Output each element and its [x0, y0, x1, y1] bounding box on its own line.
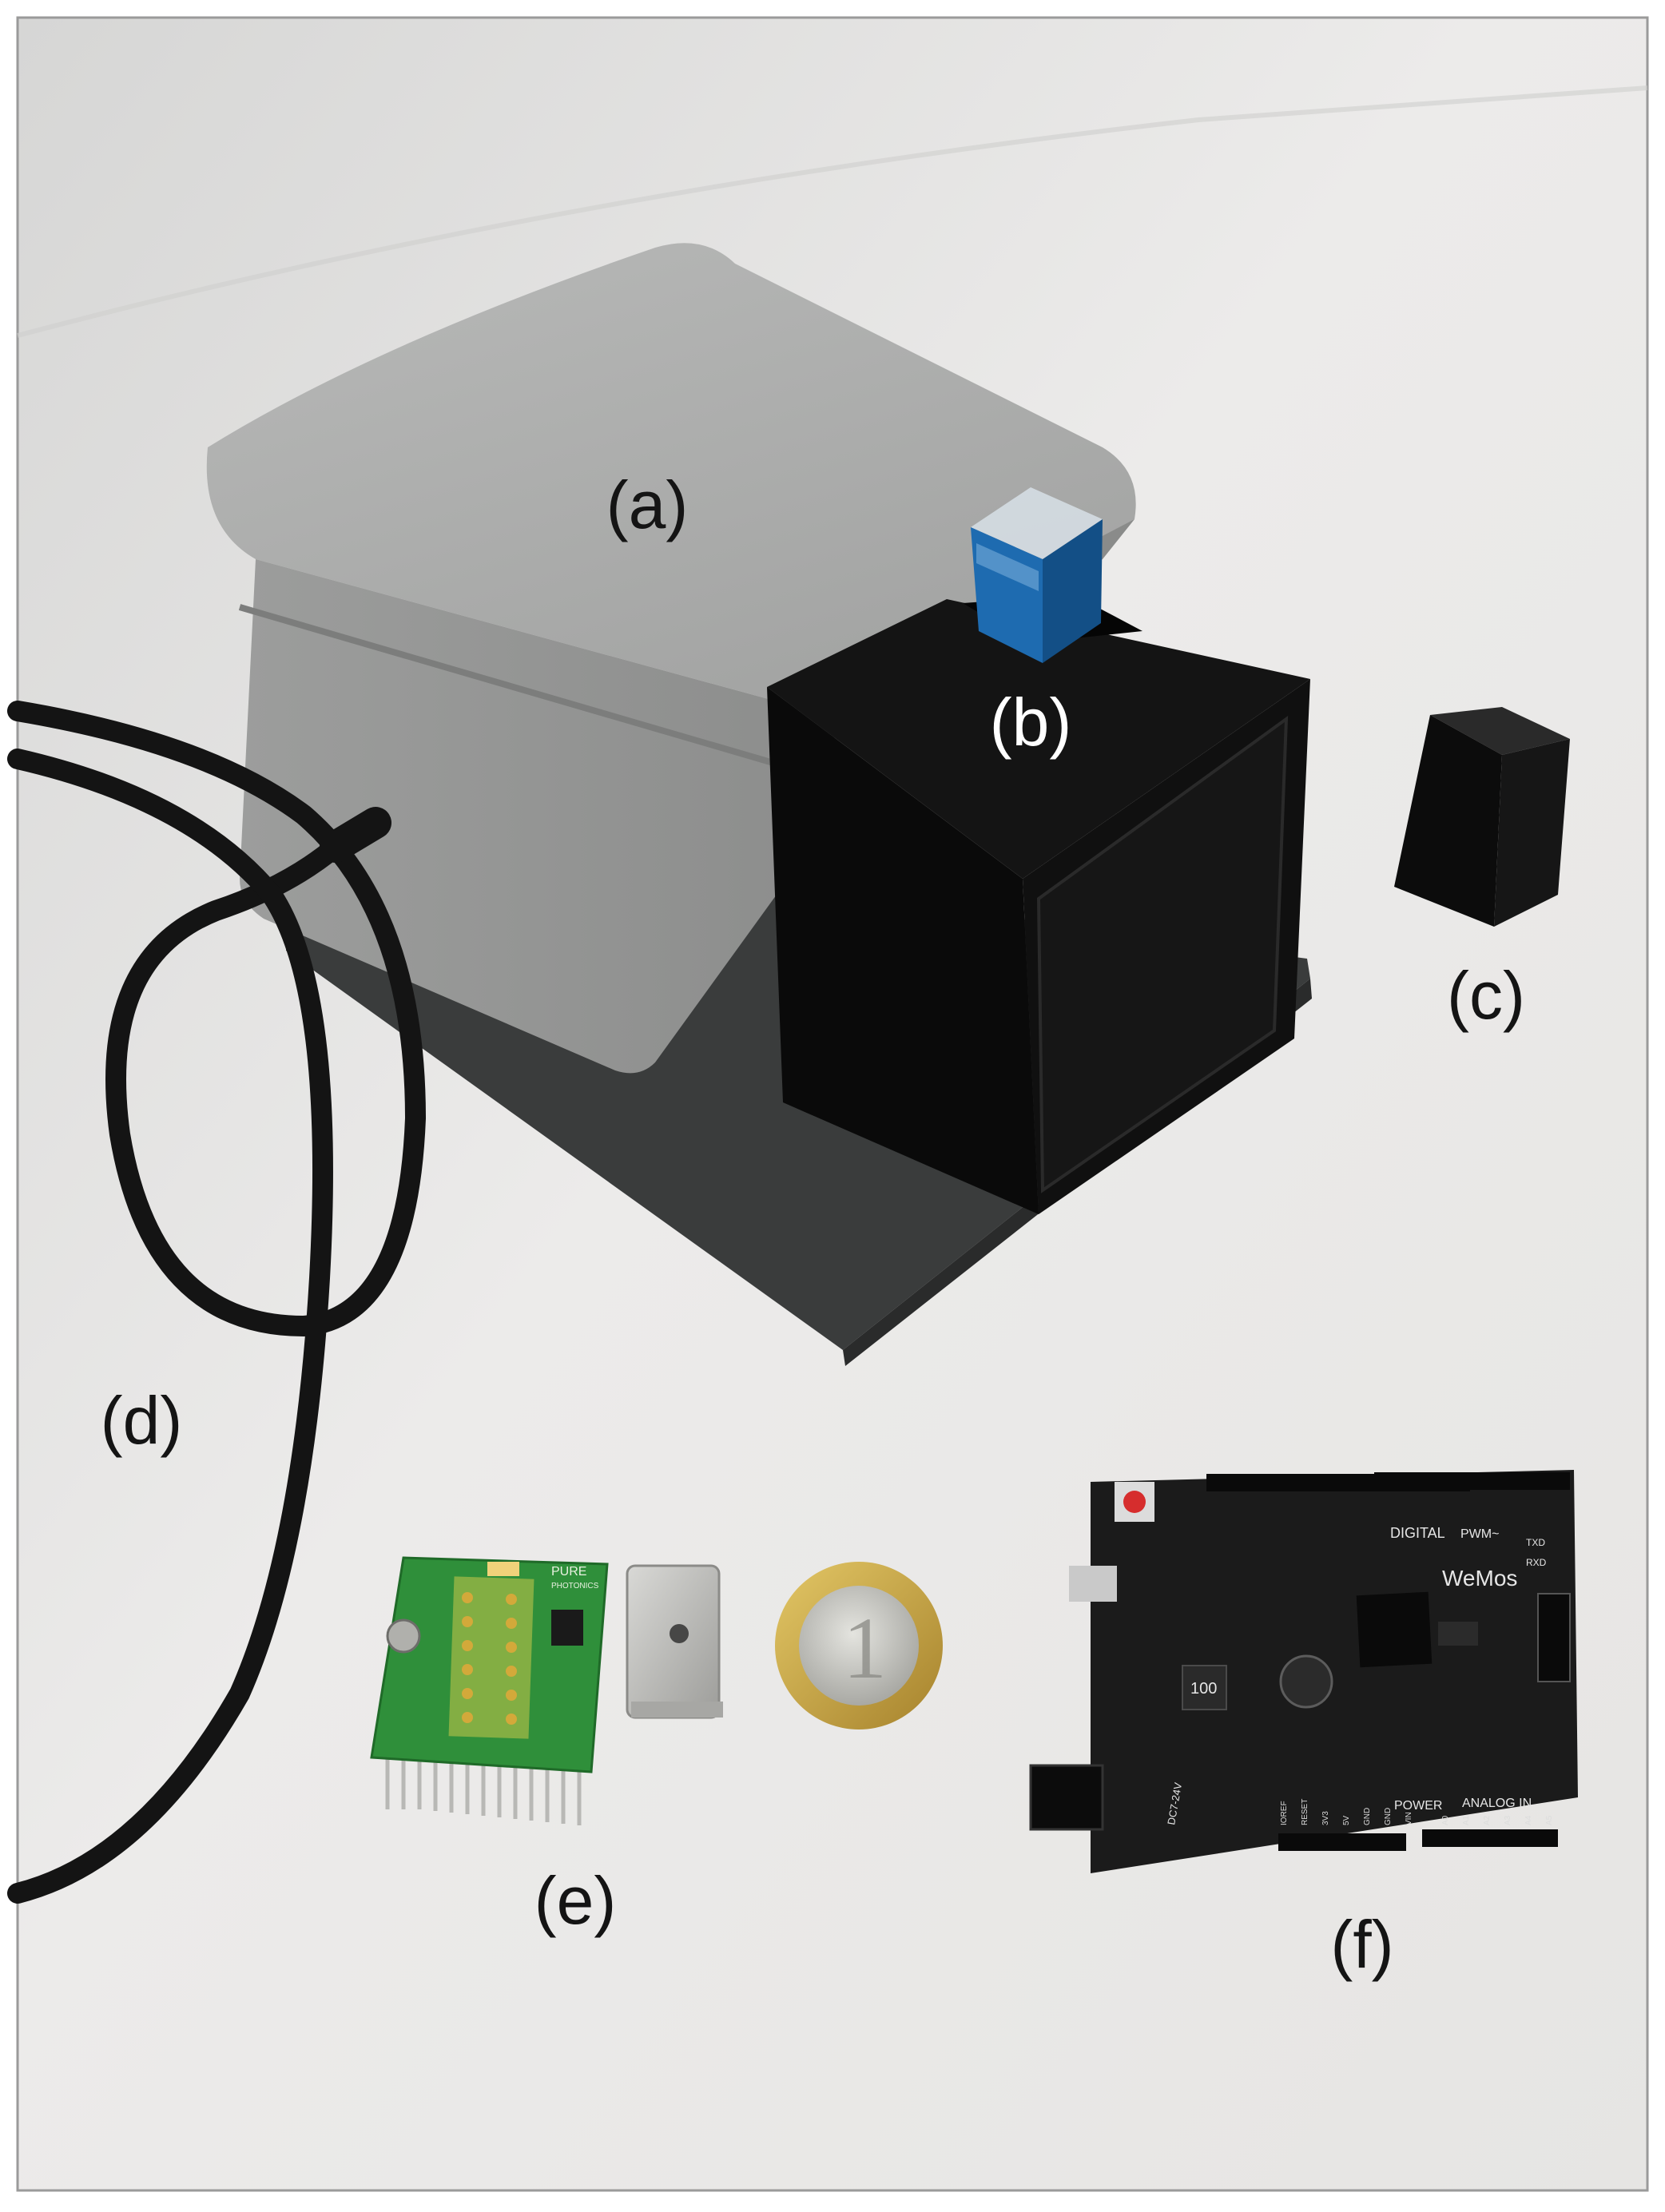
board-pin-label: A0 [1441, 1815, 1450, 1825]
board-pin-label: A5 [1545, 1815, 1554, 1825]
board-component-text: 100 [1190, 1680, 1217, 1698]
board-pin-label: A3 [1504, 1815, 1512, 1825]
board-pwm-label: PWM~ [1460, 1527, 1499, 1541]
label-d: (d) [100, 1383, 183, 1458]
label-e: (e) [534, 1863, 617, 1938]
board-pin-label: 5V [1342, 1815, 1351, 1825]
board-pin-label: GND [1384, 1808, 1393, 1825]
board-pin-label: GND [1363, 1808, 1372, 1825]
wemos-board: DIGITAL PWM~ WeMos TXD RXD POWER ANALOG … [1029, 1470, 1578, 1873]
board-pin-label: 3V3 [1321, 1811, 1330, 1825]
board-pin-label: A4 [1524, 1815, 1533, 1825]
pcb-brand-text: PURE [551, 1565, 586, 1579]
board-brand: WeMos [1442, 1566, 1517, 1590]
black-cap [1394, 707, 1570, 927]
board-pin-label: A2 [1483, 1815, 1492, 1825]
board-pin-label: RESET [1301, 1799, 1309, 1825]
board-pin-label: IOREF [1280, 1801, 1289, 1825]
laser-pcb-module: PURE [370, 1556, 609, 1825]
board-pin-label: VIN [1405, 1812, 1413, 1825]
label-b: (b) [989, 685, 1072, 760]
label-f: (f) [1330, 1907, 1394, 1982]
label-a: (a) [606, 467, 689, 542]
black-cuvette-housing [767, 595, 1310, 1214]
metal-sensor-can [626, 1564, 723, 1719]
coin-denomination: 1 [843, 1599, 887, 1697]
board-analog-label: ANALOG IN [1462, 1797, 1532, 1810]
board-tx-label: TXD [1526, 1537, 1545, 1548]
pcb-sub-text: PHOTONICS [551, 1582, 599, 1590]
board-digital-label: DIGITAL [1390, 1525, 1445, 1541]
board-rx-label: RXD [1526, 1557, 1547, 1568]
braided-cable [7, 701, 427, 1904]
cuvette [971, 487, 1103, 663]
label-c: (c) [1447, 958, 1525, 1033]
board-power-label: POWER [1394, 1799, 1442, 1813]
board-pin-label: A1 [1462, 1815, 1471, 1825]
euro-coin: 1 [775, 1562, 943, 1729]
